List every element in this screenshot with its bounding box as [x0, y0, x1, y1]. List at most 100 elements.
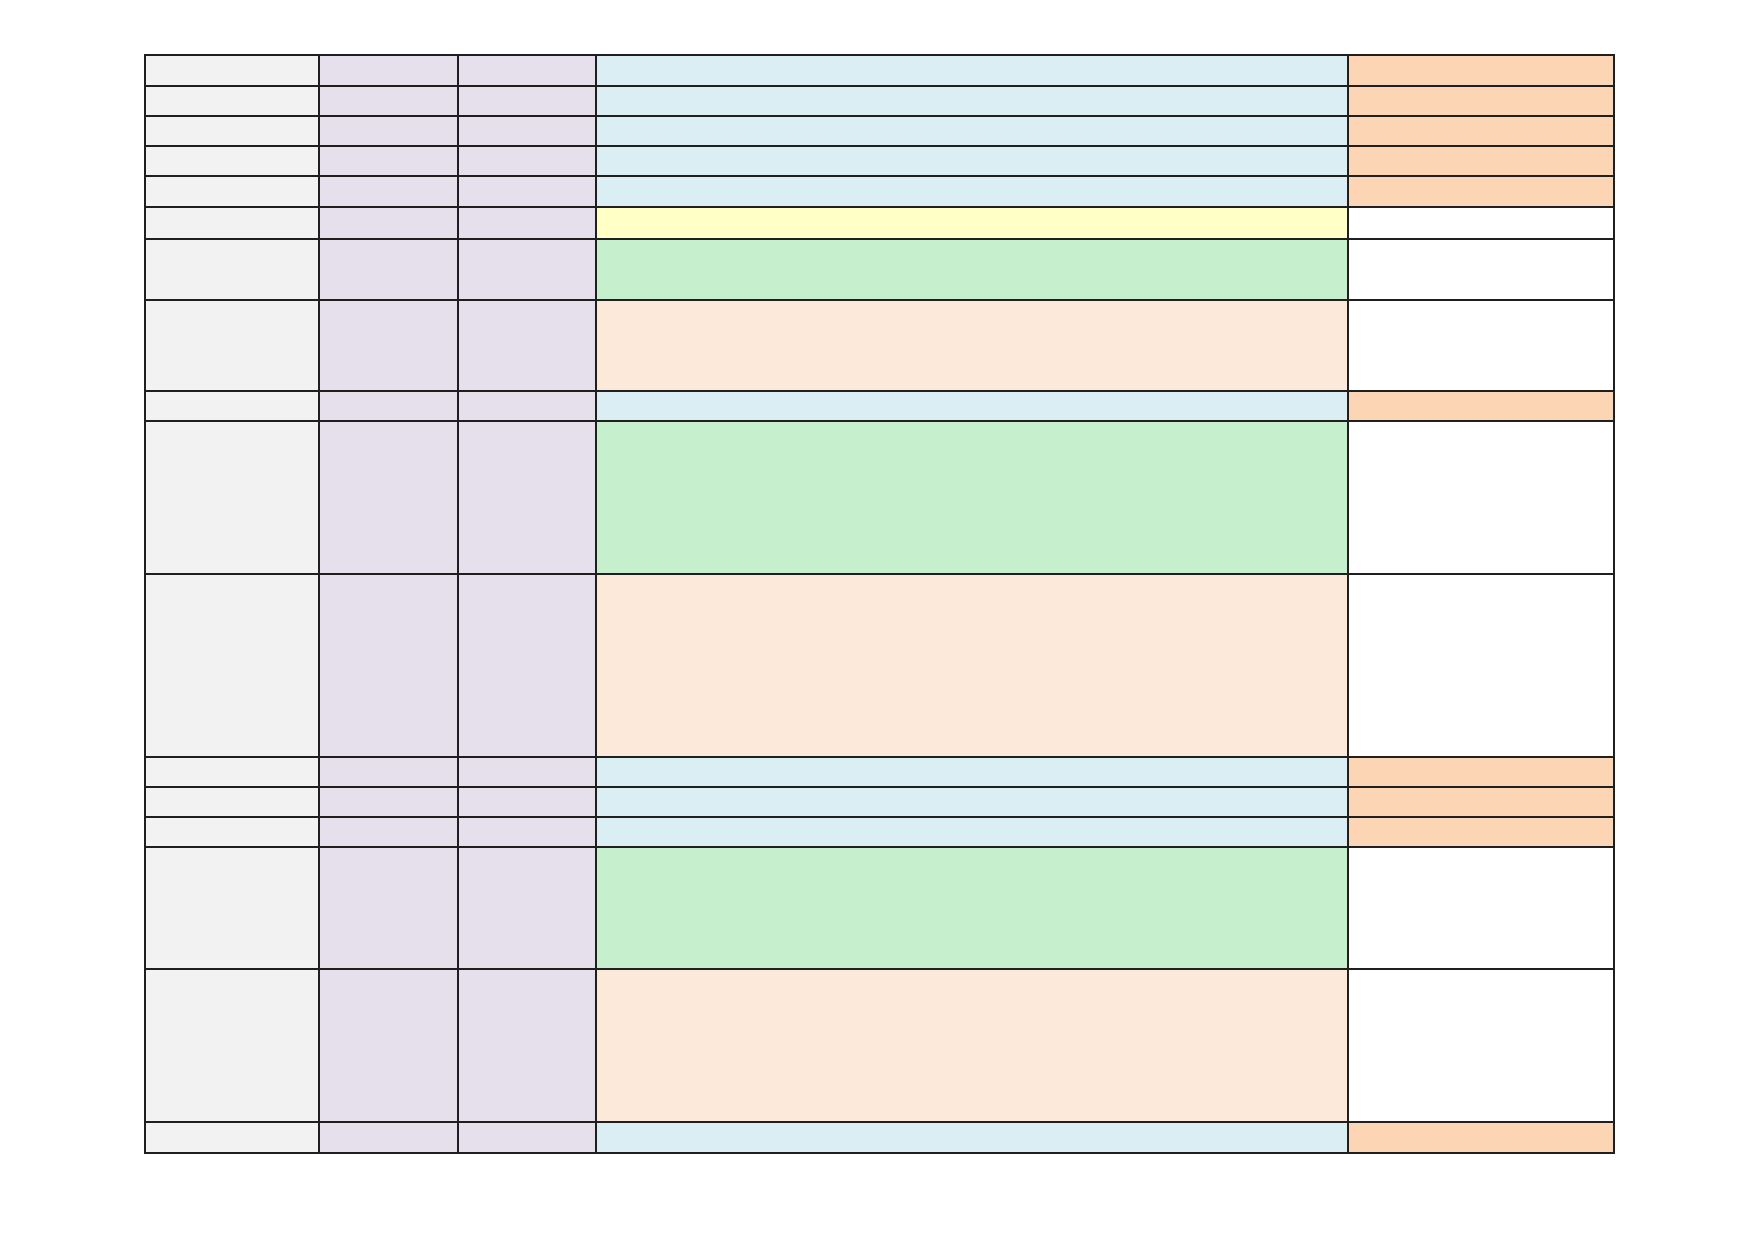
cell-d[interactable]	[595, 205, 1349, 240]
cell-e[interactable]	[1347, 175, 1615, 208]
cell-c[interactable]	[457, 175, 597, 208]
cell-c[interactable]	[457, 205, 597, 240]
cell-d[interactable]	[595, 237, 1349, 301]
cell-a[interactable]	[144, 968, 320, 1123]
cell-e[interactable]	[1347, 785, 1615, 818]
cell-b[interactable]	[318, 755, 459, 788]
cell-e[interactable]	[1347, 85, 1615, 118]
cell-c[interactable]	[457, 968, 597, 1123]
cell-e[interactable]	[1347, 572, 1615, 758]
cell-e[interactable]	[1347, 845, 1615, 971]
cell-b[interactable]	[318, 175, 459, 208]
cell-b[interactable]	[318, 815, 459, 848]
cell-d[interactable]	[595, 145, 1349, 178]
cell-a[interactable]	[144, 390, 320, 423]
table-row	[144, 145, 1615, 178]
cell-a[interactable]	[144, 815, 320, 848]
cell-c[interactable]	[457, 115, 597, 148]
cell-a[interactable]	[144, 572, 320, 758]
cell-a[interactable]	[144, 205, 320, 240]
table-row	[144, 205, 1615, 240]
cell-c[interactable]	[457, 145, 597, 178]
cell-a[interactable]	[144, 755, 320, 788]
cell-d[interactable]	[595, 572, 1349, 758]
cell-a[interactable]	[144, 845, 320, 971]
cell-c[interactable]	[457, 572, 597, 758]
cell-d[interactable]	[595, 1120, 1349, 1155]
cell-d[interactable]	[595, 390, 1349, 423]
cell-d[interactable]	[595, 755, 1349, 788]
table-row	[144, 845, 1615, 971]
cell-e[interactable]	[1347, 815, 1615, 848]
cell-d[interactable]	[595, 815, 1349, 848]
cell-b[interactable]	[318, 420, 459, 575]
table-row	[144, 53, 1615, 88]
cell-e[interactable]	[1347, 390, 1615, 423]
cell-b[interactable]	[318, 785, 459, 818]
cell-b[interactable]	[318, 572, 459, 758]
cell-b[interactable]	[318, 298, 459, 393]
cell-a[interactable]	[144, 785, 320, 818]
cell-c[interactable]	[457, 785, 597, 818]
cell-a[interactable]	[144, 53, 320, 88]
cell-b[interactable]	[318, 53, 459, 88]
cell-d[interactable]	[595, 85, 1349, 118]
cell-c[interactable]	[457, 390, 597, 423]
cell-c[interactable]	[457, 237, 597, 301]
cell-b[interactable]	[318, 237, 459, 301]
cell-b[interactable]	[318, 390, 459, 423]
cell-e[interactable]	[1347, 145, 1615, 178]
table-row	[144, 815, 1615, 848]
cell-b[interactable]	[318, 115, 459, 148]
cell-e[interactable]	[1347, 53, 1615, 88]
cell-b[interactable]	[318, 1120, 459, 1155]
cell-e[interactable]	[1347, 237, 1615, 301]
cell-a[interactable]	[144, 298, 320, 393]
cell-e[interactable]	[1347, 420, 1615, 575]
cell-d[interactable]	[595, 298, 1349, 393]
table-row	[144, 755, 1615, 788]
grid-body	[144, 53, 1615, 1155]
cell-c[interactable]	[457, 1120, 597, 1155]
spreadsheet-grid	[144, 53, 1615, 1155]
table-row	[144, 785, 1615, 818]
cell-e[interactable]	[1347, 298, 1615, 393]
cell-c[interactable]	[457, 845, 597, 971]
table-row	[144, 298, 1615, 393]
cell-d[interactable]	[595, 785, 1349, 818]
cell-d[interactable]	[595, 968, 1349, 1123]
table-row	[144, 85, 1615, 118]
cell-d[interactable]	[595, 53, 1349, 88]
table-row	[144, 1120, 1615, 1155]
cell-b[interactable]	[318, 85, 459, 118]
cell-e[interactable]	[1347, 205, 1615, 240]
cell-d[interactable]	[595, 845, 1349, 971]
cell-d[interactable]	[595, 175, 1349, 208]
cell-e[interactable]	[1347, 755, 1615, 788]
cell-d[interactable]	[595, 420, 1349, 575]
cell-c[interactable]	[457, 815, 597, 848]
table-row	[144, 968, 1615, 1123]
cell-b[interactable]	[318, 205, 459, 240]
cell-a[interactable]	[144, 1120, 320, 1155]
table-row	[144, 115, 1615, 148]
cell-c[interactable]	[457, 420, 597, 575]
cell-c[interactable]	[457, 85, 597, 118]
cell-e[interactable]	[1347, 115, 1615, 148]
cell-e[interactable]	[1347, 1120, 1615, 1155]
cell-c[interactable]	[457, 755, 597, 788]
cell-b[interactable]	[318, 145, 459, 178]
cell-a[interactable]	[144, 85, 320, 118]
cell-a[interactable]	[144, 175, 320, 208]
cell-c[interactable]	[457, 53, 597, 88]
table-row	[144, 390, 1615, 423]
cell-a[interactable]	[144, 115, 320, 148]
cell-e[interactable]	[1347, 968, 1615, 1123]
cell-d[interactable]	[595, 115, 1349, 148]
cell-a[interactable]	[144, 145, 320, 178]
cell-b[interactable]	[318, 968, 459, 1123]
cell-a[interactable]	[144, 420, 320, 575]
cell-a[interactable]	[144, 237, 320, 301]
cell-c[interactable]	[457, 298, 597, 393]
cell-b[interactable]	[318, 845, 459, 971]
